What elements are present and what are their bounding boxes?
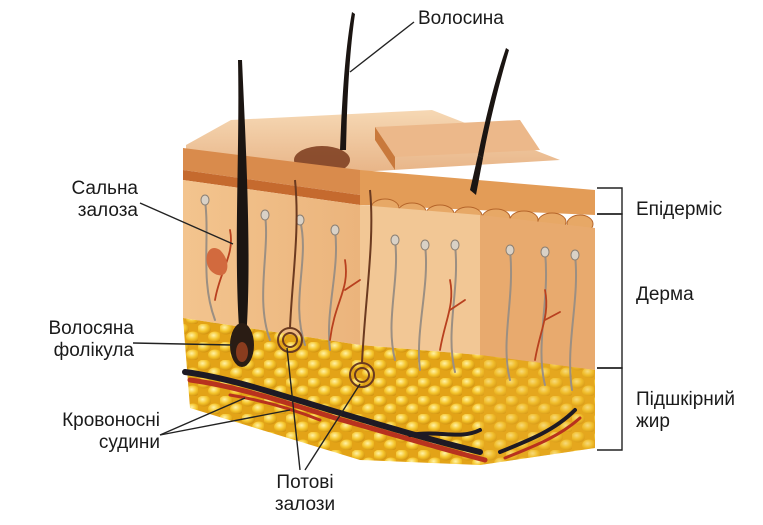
label-blood-vessels: Кровоносні судини xyxy=(18,410,160,454)
label-vessels-line2: судини xyxy=(18,432,160,454)
label-sebaceous-line1: Сальна xyxy=(28,178,138,200)
label-hair-follicle: Волосяна фолікула xyxy=(0,318,134,362)
label-vessels-line1: Кровоносні xyxy=(18,410,160,432)
label-fat-line2: жир xyxy=(636,411,735,433)
bracket-fat xyxy=(597,368,622,450)
bracket-epidermis xyxy=(597,188,622,214)
label-follicle-line1: Волосяна xyxy=(0,318,134,340)
label-sweat-line2: залози xyxy=(250,494,360,516)
label-subcutaneous-fat: Підшкірний жир xyxy=(636,389,735,433)
label-fat-line1: Підшкірний xyxy=(636,389,735,411)
label-follicle-line2: фолікула xyxy=(0,340,134,362)
label-sebaceous-gland: Сальна залоза xyxy=(28,178,138,222)
label-hair: Волосина xyxy=(418,8,504,30)
pointer-hair xyxy=(350,22,414,72)
layer-brackets xyxy=(597,188,622,450)
label-dermis: Дерма xyxy=(636,284,694,306)
bracket-dermis xyxy=(597,214,622,368)
label-sebaceous-line2: залоза xyxy=(28,200,138,222)
label-sweat-line1: Потові xyxy=(250,472,360,494)
label-sweat-glands: Потові залози xyxy=(250,472,360,516)
label-epidermis: Епідерміс xyxy=(636,199,722,221)
